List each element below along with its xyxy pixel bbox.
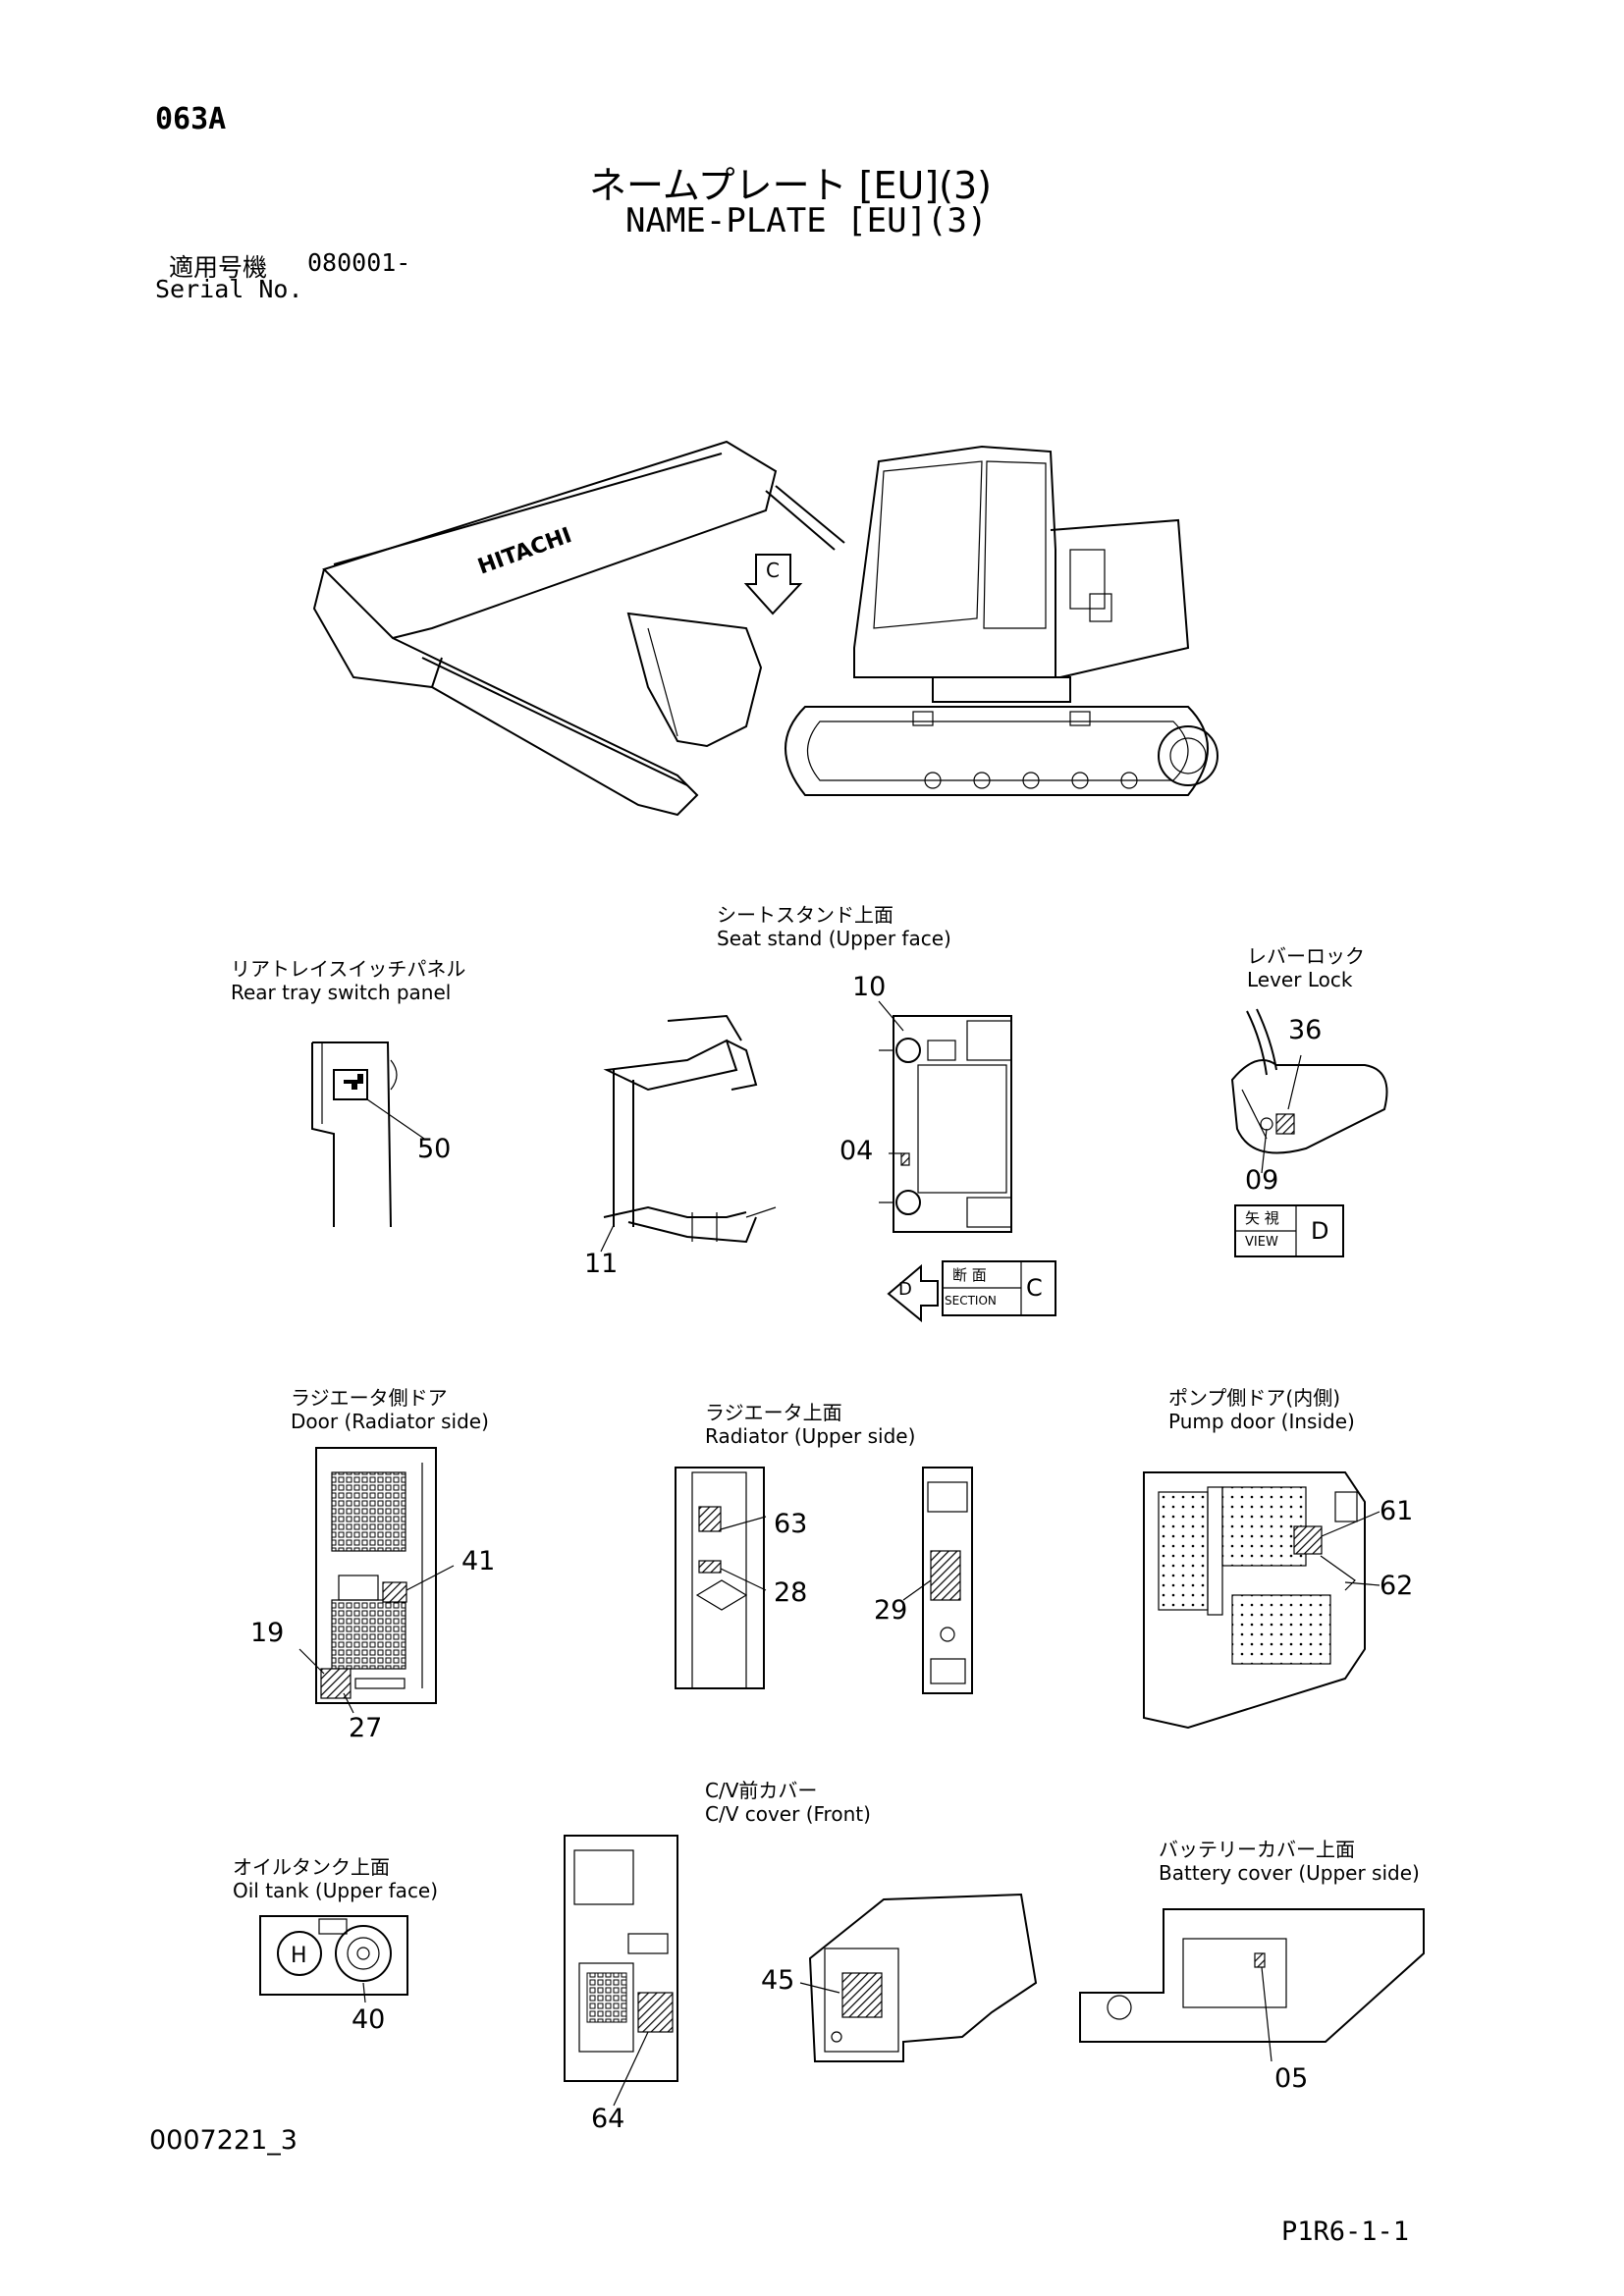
seat-stand-label-jp: シートスタンド上面 [717,903,893,927]
cv-cover-right-drawing [799,1893,1038,2062]
callout-64: 64 [591,2104,625,2134]
radiator-door-label-en: Door (Radiator side) [291,1410,489,1433]
pump-door-label-en: Pump door (Inside) [1168,1410,1355,1433]
radiator-door-label-jp: ラジエータ側ドア [291,1386,448,1410]
serial-label-jp: 適用号機 [169,253,268,282]
callout-04: 04 [839,1136,874,1166]
lever-lock-label-jp: レバーロック [1247,944,1365,968]
callout-27: 27 [349,1713,383,1743]
oil-tank-drawing: H [259,1915,408,2003]
section-label-en: SECTION [945,1294,997,1308]
callout-61: 61 [1380,1496,1414,1526]
oil-tank-label-en: Oil tank (Upper face) [233,1879,439,1902]
cv-cover-left-drawing [564,1835,678,2107]
cv-cover-label-en: C/V cover (Front) [705,1802,871,1826]
callout-41: 41 [461,1546,496,1576]
brand-text: HITACHI [475,523,575,580]
callout-28: 28 [774,1577,808,1608]
callout-09: 09 [1245,1165,1279,1196]
excavator-drawing: HITACHI C [312,440,1218,817]
sheet-id: P1R6-1-1 [1281,2216,1410,2247]
page-code: 063A [155,102,227,136]
document-id: 0007221_3 [149,2125,298,2156]
pump-door-label-jp: ポンプ側ドア(内側) [1168,1386,1341,1410]
rear-tray-drawing [311,1041,425,1228]
seat-stand-label-en: Seat stand (Upper face) [717,927,951,950]
battery-cover-label-en: Battery cover (Upper side) [1159,1861,1420,1885]
radiator-upper-left-drawing [675,1467,767,1689]
callout-19: 19 [250,1618,285,1648]
seat-stand-top-drawing [878,1000,1012,1233]
callout-05: 05 [1274,2063,1309,2094]
serial-label-en: Serial No. [155,275,303,303]
section-c-box [887,1260,1056,1323]
callout-11: 11 [584,1249,619,1279]
section-letter: C [1026,1274,1043,1302]
pump-door-drawing [1143,1471,1380,1730]
callout-29: 29 [874,1595,908,1626]
view-letter: D [1311,1217,1329,1245]
radiator-upper-right-drawing [902,1467,973,1694]
seat-stand-side-drawing [600,1014,777,1253]
cv-cover-label-jp: C/V前カバー [705,1779,818,1802]
rear-tray-label-jp: リアトレイスイッチパネル [231,957,466,981]
section-c-mark: C [766,559,780,582]
battery-cover-drawing [1079,1908,1425,2062]
lever-lock-drawing [1230,1008,1388,1257]
page-title-en: NAME-PLATE [EU](3) [625,201,988,240]
serial-value: 080001- [307,248,411,277]
view-label-jp: 矢 視 [1245,1209,1279,1227]
callout-36: 36 [1288,1015,1323,1045]
radiator-upper-label-en: Radiator (Upper side) [705,1424,916,1448]
rear-tray-label-en: Rear tray switch panel [231,981,452,1004]
callout-10: 10 [852,972,887,1002]
radiator-door-drawing [298,1447,455,1714]
callout-50: 50 [417,1134,452,1164]
callout-62: 62 [1380,1571,1414,1601]
callout-63: 63 [774,1509,808,1539]
page-title-jp: ネームプレート [EU](3) [589,164,992,207]
callout-40: 40 [352,2004,386,2035]
view-label-en: VIEW [1245,1235,1278,1250]
radiator-upper-label-jp: ラジエータ上面 [705,1401,842,1424]
oil-tank-label-jp: オイルタンク上面 [233,1855,390,1879]
lever-lock-label-en: Lever Lock [1247,968,1353,991]
battery-cover-label-jp: バッテリーカバー上面 [1159,1838,1355,1861]
section-arrow-letter: D [898,1279,912,1300]
callout-45: 45 [761,1965,795,1996]
section-label-jp: 断 面 [952,1266,987,1284]
oil-tank-h-mark: H [291,1944,307,1968]
